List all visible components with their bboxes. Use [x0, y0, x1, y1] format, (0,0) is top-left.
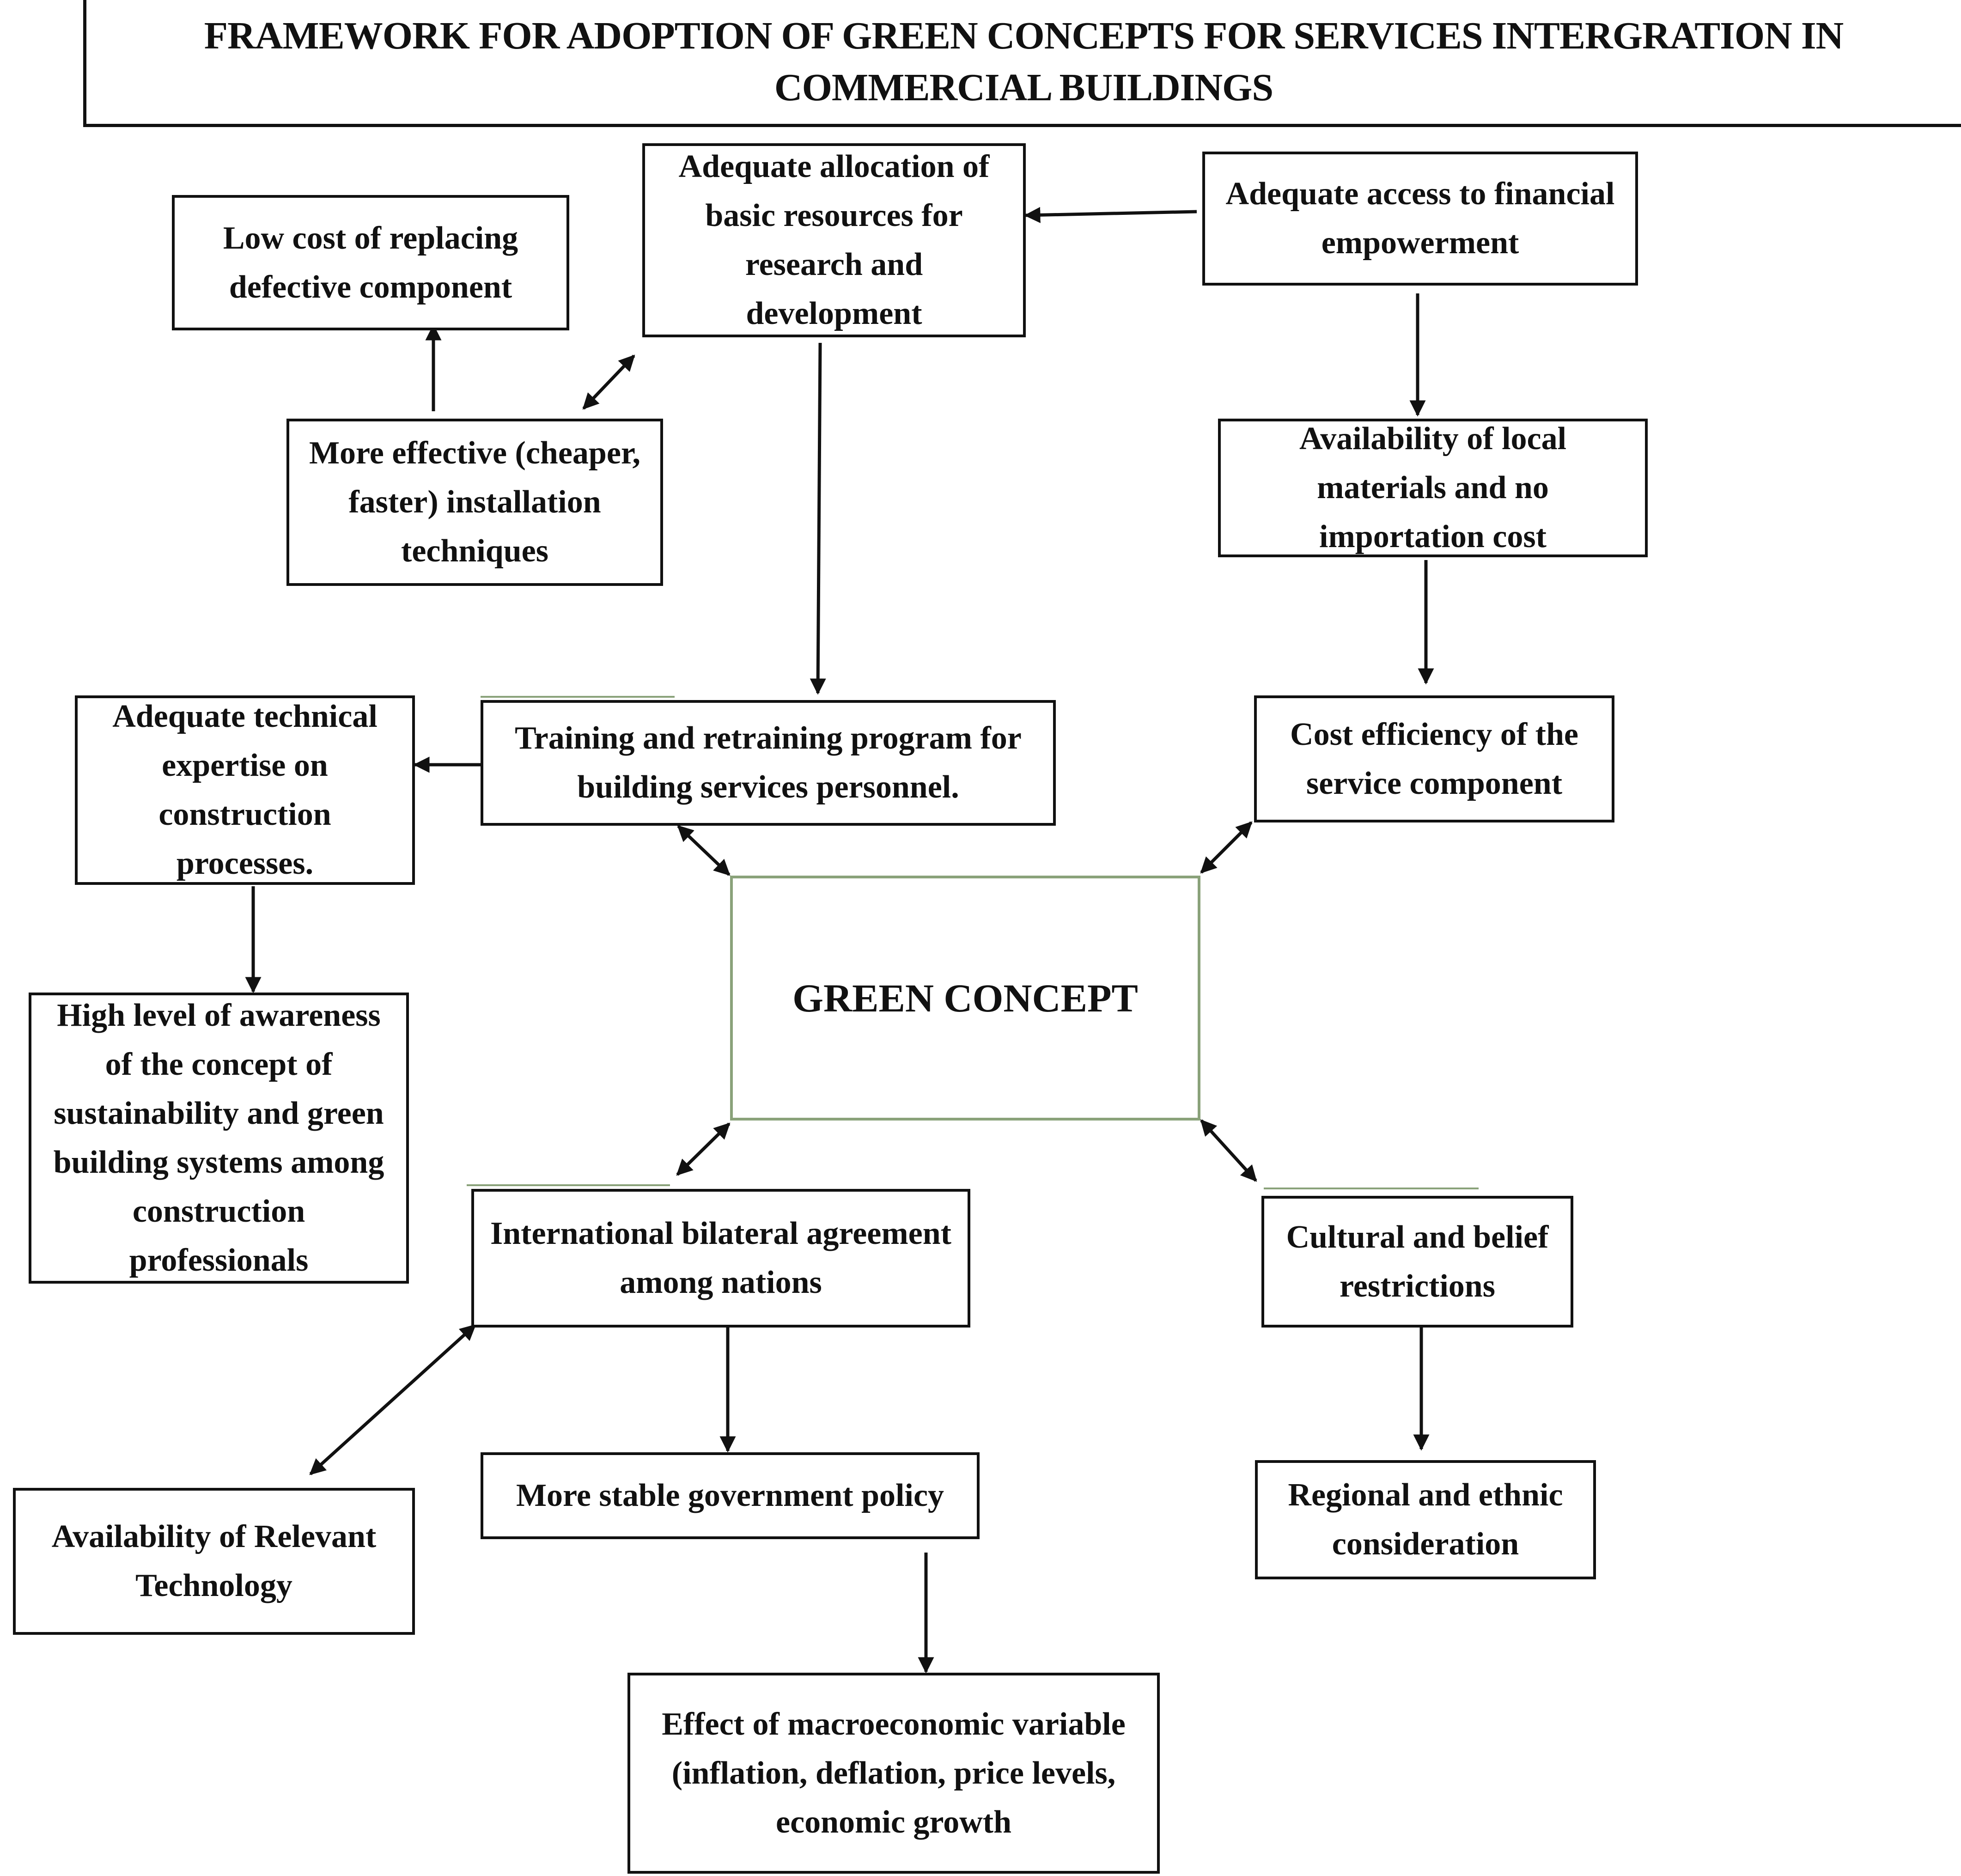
node-green-concept-label: GREEN CONCEPT [792, 976, 1138, 1020]
node-cost-efficiency: Cost efficiency of the service component [1254, 695, 1614, 822]
arrow-green-concept-cultural [1200, 1119, 1257, 1182]
node-macroeconomic: Effect of macroeconomic variable (inflat… [627, 1673, 1160, 1874]
node-cost-efficiency-label: Cost efficiency of the service component [1290, 716, 1578, 801]
node-allocation-label: Adequate allocation of basic resources f… [678, 149, 990, 331]
diagram-title: FRAMEWORK FOR ADOPTION OF GREEN CONCEPTS… [204, 14, 1844, 109]
arrow-installation-allocation [582, 354, 635, 410]
node-green-concept: GREEN CONCEPT [730, 876, 1200, 1121]
node-installation: More effective (cheaper, faster) install… [286, 419, 663, 586]
node-training: Training and retraining program for buil… [481, 700, 1056, 826]
node-regional: Regional and ethnic consideration [1255, 1460, 1596, 1579]
node-local-materials: Availability of local materials and no i… [1218, 419, 1648, 557]
arrow-cost-efficiency-green-concept [1200, 821, 1253, 874]
arrow-financial-to-allocation [1024, 207, 1197, 223]
arrow-green-concept-bilateral [676, 1122, 731, 1176]
node-regional-label: Regional and ethnic consideration [1288, 1477, 1563, 1562]
node-financial-label: Adequate access to financial empowerment [1225, 176, 1615, 261]
node-cultural-label: Cultural and belief restrictions [1286, 1219, 1549, 1304]
node-local-materials-label: Availability of local materials and no i… [1299, 421, 1567, 554]
node-training-label: Training and retraining program for buil… [515, 720, 1022, 805]
arrow-allocation-to-training [810, 342, 826, 695]
node-awareness: High level of awareness of the concept o… [29, 993, 409, 1284]
arrow-bilateral-technology [309, 1324, 476, 1475]
node-technology: Availability of Relevant Technology [13, 1488, 415, 1635]
node-government: More stable government policy [481, 1452, 980, 1539]
node-bilateral: International bilateral agreement among … [471, 1189, 970, 1328]
node-low-cost: Low cost of replacing defective componen… [172, 195, 569, 330]
node-technical-expertise-label: Adequate technical expertise on construc… [112, 699, 378, 881]
node-macroeconomic-label: Effect of macroeconomic variable (inflat… [662, 1706, 1126, 1840]
node-government-label: More stable government policy [516, 1478, 944, 1513]
diagram-title-box: FRAMEWORK FOR ADOPTION OF GREEN CONCEPTS… [83, 0, 1961, 127]
node-installation-label: More effective (cheaper, faster) install… [309, 435, 641, 569]
node-financial: Adequate access to financial empowerment [1202, 152, 1638, 286]
arrow-training-green-concept [677, 825, 731, 876]
node-low-cost-label: Low cost of replacing defective componen… [223, 220, 518, 305]
node-technical-expertise: Adequate technical expertise on construc… [75, 695, 415, 885]
node-awareness-label: High level of awareness of the concept o… [53, 998, 384, 1278]
node-technology-label: Availability of Relevant Technology [51, 1519, 377, 1603]
node-cultural: Cultural and belief restrictions [1261, 1196, 1573, 1328]
node-allocation: Adequate allocation of basic resources f… [642, 143, 1026, 337]
node-bilateral-label: International bilateral agreement among … [490, 1216, 951, 1300]
